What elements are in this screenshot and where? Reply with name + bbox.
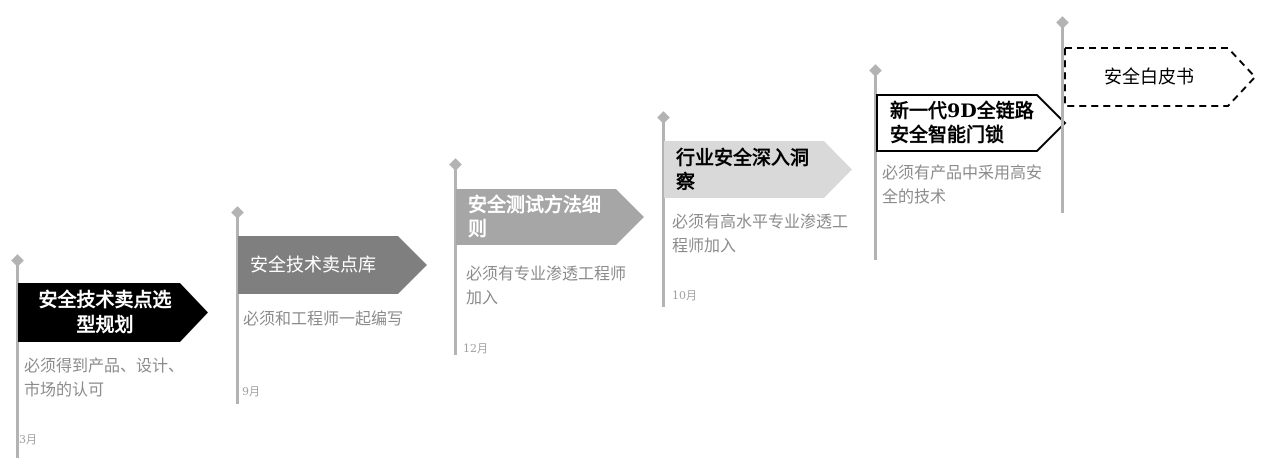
milestone-title: 安全技术卖点库 xyxy=(250,254,376,276)
milestone-arrow: 安全技术卖点选型规划 xyxy=(18,283,208,342)
milestone-description: 必须有高水平专业渗透工程师加入 xyxy=(672,212,849,255)
timeline-marker xyxy=(231,206,244,219)
milestone-title: 安全技术卖点选型规划 xyxy=(38,288,172,336)
milestone-arrow: 安全技术卖点库 xyxy=(238,236,427,294)
timeline-line xyxy=(1061,24,1064,213)
timeline-marker xyxy=(1056,16,1069,29)
milestone-description: 必须和工程师一起编写 xyxy=(243,309,404,328)
arrow-shape xyxy=(18,283,208,342)
milestone-description: 必须有产品中采用高安全的技术 xyxy=(882,163,1043,206)
milestone-arrow: 安全白皮书 xyxy=(1064,47,1257,107)
timeline-marker xyxy=(11,254,24,267)
timeline-marker xyxy=(869,64,882,77)
milestone-description: 必须有专业渗透工程师加入 xyxy=(466,264,627,307)
milestone-month: 10月 xyxy=(672,289,697,302)
timeline-marker xyxy=(657,111,670,124)
milestone-month: 3月 xyxy=(19,433,37,446)
arrow-shape xyxy=(1064,47,1257,107)
timeline-line xyxy=(662,119,665,307)
timeline-line xyxy=(236,214,239,404)
milestone-arrow: 安全测试方法细则 xyxy=(456,189,644,245)
milestone-title: 安全白皮书 xyxy=(1104,66,1194,88)
milestone-arrow: 新一代9D全链路安全智能门锁 xyxy=(876,94,1067,152)
milestone-title: 行业安全深入洞察 xyxy=(676,146,810,193)
milestone-month: 12月 xyxy=(463,342,488,355)
arrow-shape xyxy=(876,94,1067,152)
arrow-shape xyxy=(664,141,852,198)
timeline-line xyxy=(454,166,457,355)
timeline-line xyxy=(874,72,877,260)
milestone-month: 9月 xyxy=(242,385,260,398)
milestone-title: 安全测试方法细则 xyxy=(468,194,602,240)
timeline-marker xyxy=(449,158,462,171)
timeline-line xyxy=(16,262,19,458)
arrow-shape xyxy=(238,236,427,294)
arrow-shape xyxy=(456,189,644,245)
milestone-title: 新一代9D全链路安全智能门锁 xyxy=(890,100,1034,146)
milestone-description: 必须得到产品、设计、市场的认可 xyxy=(24,356,185,399)
milestone-arrow: 行业安全深入洞察 xyxy=(664,141,852,198)
